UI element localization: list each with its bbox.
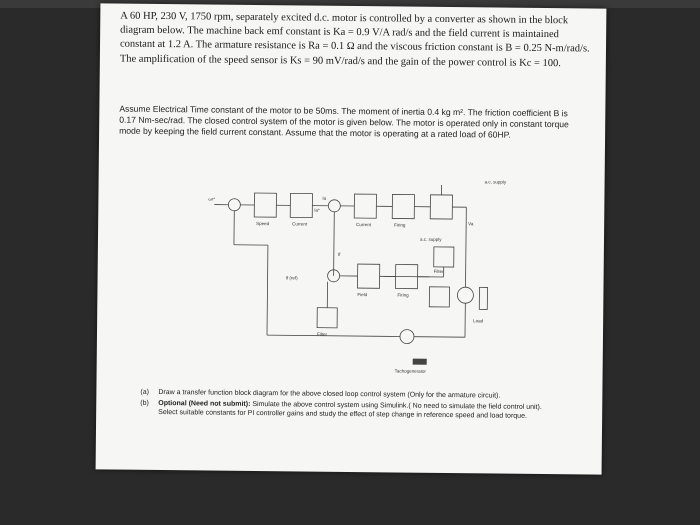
label-current-controller: Current (356, 222, 372, 227)
label-speed-controller: Speed (256, 221, 270, 226)
label-ac-supply-mid: a.c. supply (420, 237, 442, 242)
question-sheet: A 60 HP, 230 V, 1750 rpm, separately exc… (95, 3, 607, 475)
label-field-firing: Firing (397, 292, 409, 297)
question-body: Optional (Need not submit): Simulate the… (158, 398, 560, 421)
label-field-ref: If (ref) (286, 275, 299, 280)
problem-statement: A 60 HP, 230 V, 1750 rpm, separately exc… (120, 10, 591, 72)
motor-armature (457, 286, 474, 304)
control-block-diagram: a.c. supply a.c. supply Speed Current Cu… (208, 179, 507, 373)
question-label: (b) (140, 399, 149, 407)
current-summing-junction (327, 199, 341, 213)
field-winding (478, 286, 488, 310)
field-converter-block (428, 286, 450, 308)
question-list: (a) Draw a transfer function block diagr… (140, 388, 560, 423)
top-strip (0, 0, 700, 8)
speed-controller-block (253, 192, 277, 218)
label-if: If (338, 252, 341, 257)
question-bold: Optional (Need not submit): (158, 399, 251, 408)
label-firing-circuit: Firing (394, 222, 406, 227)
label-filter-bottom: Filter (317, 332, 328, 337)
label-current-limiter: Current (292, 221, 308, 226)
filter-right-block (433, 246, 455, 268)
tacho-shaft (412, 358, 427, 365)
current-limiter-block (289, 192, 313, 218)
converter-block (429, 194, 453, 220)
question-label: (a) (140, 388, 149, 396)
label-va: Va (468, 221, 474, 226)
label-filter-right: Filter (434, 269, 445, 274)
tachogenerator-icon (399, 329, 415, 344)
label-field-controller: Field (357, 292, 367, 297)
filter-bottom-block (316, 307, 338, 329)
field-controller-block (357, 263, 381, 289)
label-ia: Ia (322, 196, 326, 201)
speed-summing-junction (227, 198, 241, 212)
label-tachogenerator: Tachogenerator (395, 368, 427, 373)
label-load: Load (473, 318, 484, 323)
label-ac-supply-top: a.c. supply (485, 179, 507, 184)
label-ia-star: Ia* (314, 208, 320, 213)
current-controller-block (353, 193, 377, 219)
assumptions-paragraph: Assume Electrical Time constant of the m… (119, 103, 569, 141)
problem-paragraph: A 60 HP, 230 V, 1750 rpm, separately exc… (119, 10, 590, 69)
label-omega-ref: ωr* (208, 197, 215, 202)
question-item: (b) Optional (Need not submit): Simulate… (140, 398, 560, 421)
firing-circuit-block (391, 194, 415, 220)
assumptions: Assume Electrical Time constant of the m… (119, 104, 579, 142)
